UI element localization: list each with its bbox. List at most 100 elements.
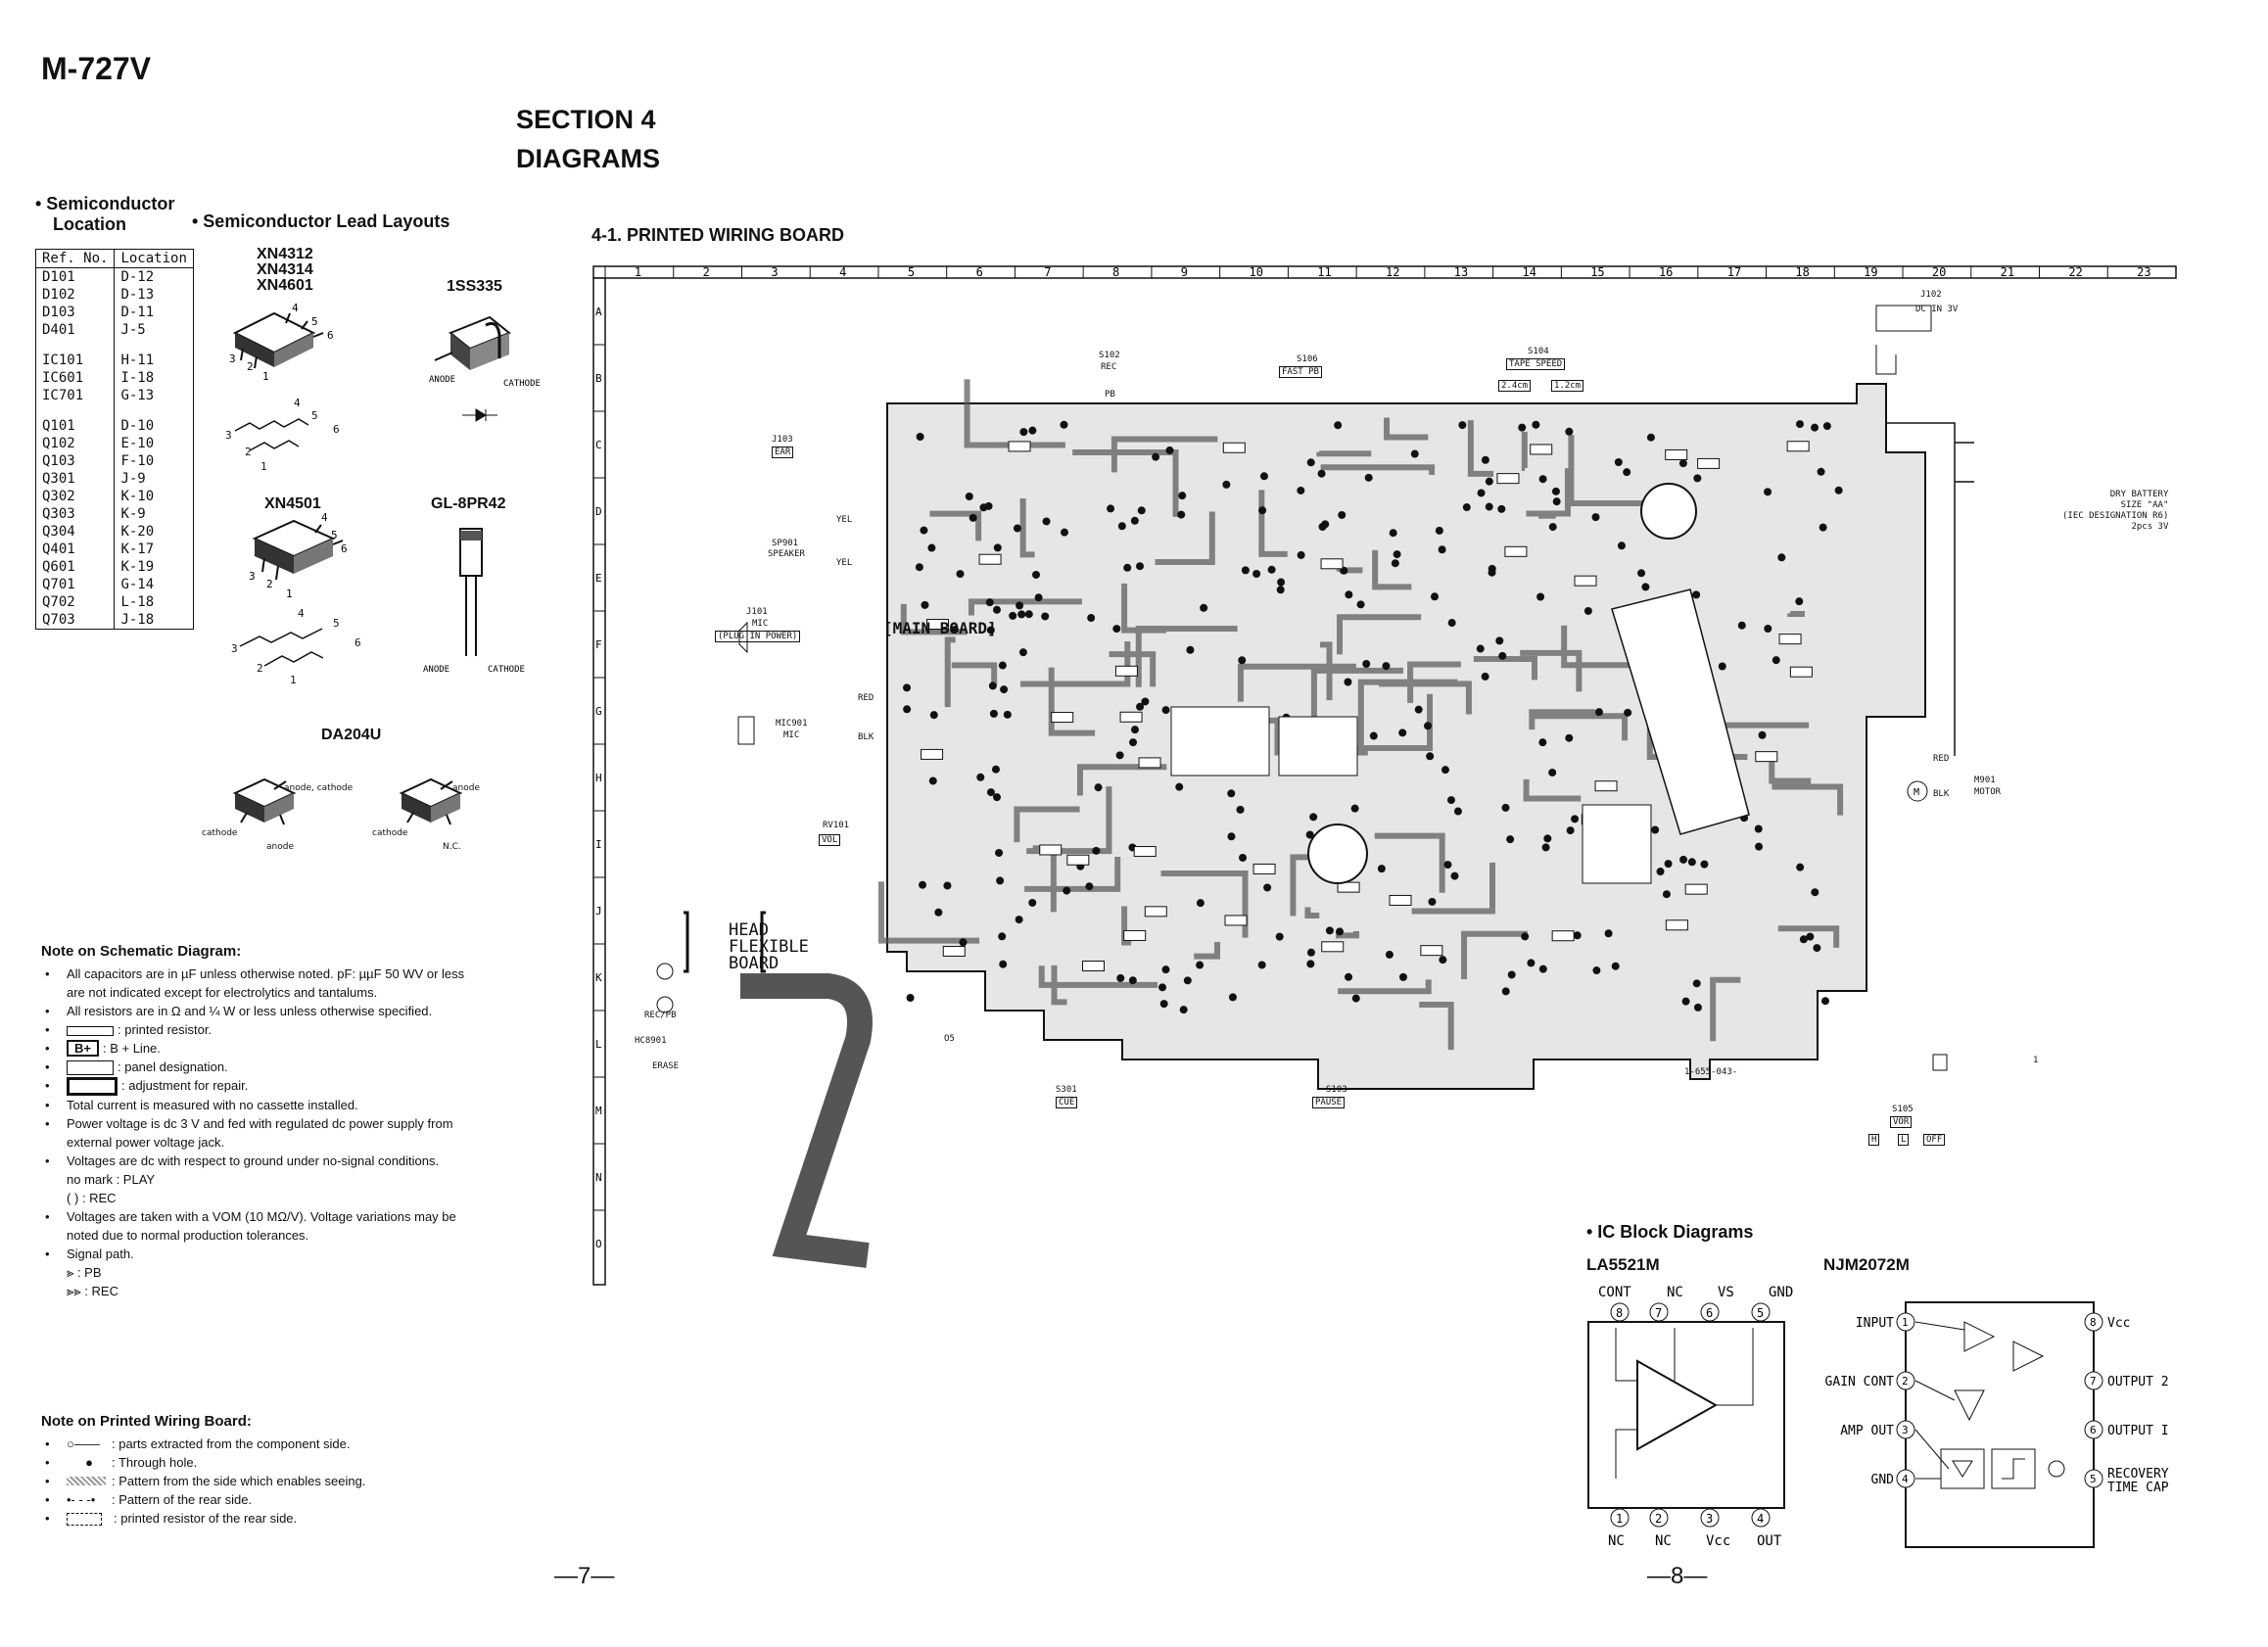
printed-resistor-icon bbox=[67, 1025, 114, 1036]
pad bbox=[1200, 603, 1208, 612]
ic-block-title: • IC Block Diagrams bbox=[1586, 1222, 1754, 1242]
njm-timer-box bbox=[1991, 1448, 2036, 1489]
njm-left-label: INPUT bbox=[1856, 1316, 1894, 1331]
svg-text:6: 6 bbox=[327, 329, 334, 342]
ref-cell: Q301 bbox=[34, 470, 116, 488]
pad bbox=[956, 570, 965, 579]
pwb-title: 4-1. PRINTED WIRING BOARD bbox=[591, 225, 845, 245]
component-outline bbox=[1389, 894, 1412, 906]
pad bbox=[1687, 858, 1696, 867]
pad bbox=[1435, 526, 1443, 535]
pad bbox=[1755, 842, 1764, 851]
la5521m-label: LA5521M bbox=[1586, 1255, 1660, 1274]
row-label: D bbox=[595, 505, 602, 518]
plug-in-power-label: (PLUG IN POWER) bbox=[715, 631, 801, 642]
pad bbox=[1385, 950, 1394, 959]
svg-text:4: 4 bbox=[321, 511, 328, 524]
pad bbox=[1015, 916, 1023, 924]
pad bbox=[1646, 433, 1655, 442]
mic-icon bbox=[737, 716, 755, 745]
pad bbox=[1129, 738, 1138, 747]
pad bbox=[1028, 898, 1037, 907]
svg-text:1: 1 bbox=[290, 674, 297, 686]
pad bbox=[1239, 853, 1248, 862]
la-pin-number: 6 bbox=[1706, 1306, 1713, 1320]
la-bottom-label: NC bbox=[1655, 1533, 1672, 1549]
svg-text:2: 2 bbox=[247, 360, 254, 373]
la-top-label: CONT bbox=[1598, 1285, 1631, 1300]
pattern-seeing-icon bbox=[67, 1477, 106, 1485]
component-outline bbox=[1114, 665, 1138, 677]
note-rec: ( ) : REC bbox=[67, 1191, 117, 1206]
semi-location-title-2: Location bbox=[53, 214, 126, 234]
pad bbox=[1737, 621, 1746, 630]
pad bbox=[1565, 733, 1574, 742]
column-label: 11 bbox=[1317, 265, 1331, 279]
pad bbox=[1718, 662, 1726, 671]
la-pin-number: 8 bbox=[1616, 1306, 1623, 1320]
pad bbox=[1450, 871, 1459, 880]
pad bbox=[1583, 606, 1592, 615]
svg-text:5: 5 bbox=[331, 529, 338, 541]
pad bbox=[1614, 458, 1623, 467]
note-vom: Voltages are taken with a VOM (10 MΩ/V).… bbox=[41, 1207, 470, 1245]
component-outline bbox=[1138, 757, 1161, 769]
la-pin-icon bbox=[1610, 1508, 1630, 1528]
svg-text:2: 2 bbox=[245, 446, 252, 458]
row-label: G bbox=[595, 705, 602, 718]
column-label: 19 bbox=[1864, 265, 1877, 279]
erase-head-icon bbox=[656, 996, 674, 1013]
schematic-notes-title: Note on Schematic Diagram: bbox=[41, 943, 242, 960]
svg-text:6: 6 bbox=[354, 636, 361, 649]
xn-group-label: XN4312 XN4314 XN4601 bbox=[257, 246, 313, 294]
note-power: Power voltage is dc 3 V and fed with reg… bbox=[41, 1114, 470, 1152]
motor-icon bbox=[1907, 780, 1928, 802]
pad bbox=[1439, 956, 1447, 965]
pad bbox=[965, 492, 973, 500]
pad bbox=[943, 881, 952, 890]
component-outline bbox=[1665, 448, 1688, 460]
pad bbox=[1446, 796, 1455, 805]
motor-blk-label: BLK bbox=[1933, 789, 1950, 799]
pad bbox=[1521, 932, 1530, 941]
njm2072m-label: NJM2072M bbox=[1823, 1255, 1910, 1274]
njm-pin-number: 5 bbox=[2090, 1473, 2097, 1485]
ref-cell: D101 bbox=[34, 267, 116, 286]
pad bbox=[1594, 708, 1603, 717]
svg-text:4: 4 bbox=[294, 397, 301, 409]
njm-pin-number: 8 bbox=[2090, 1316, 2097, 1329]
pad bbox=[1438, 545, 1446, 554]
location-cell: L-18 bbox=[114, 593, 194, 611]
location-cell: D-10 bbox=[114, 404, 194, 435]
njm-right-label: Vcc bbox=[2107, 1316, 2130, 1331]
la-pin-icon bbox=[1700, 1302, 1720, 1322]
pad bbox=[1028, 426, 1037, 435]
pad bbox=[1252, 570, 1261, 579]
column-label: 23 bbox=[2137, 265, 2150, 279]
pad bbox=[1016, 601, 1024, 610]
rear-pattern-icon: •- - -• bbox=[67, 1492, 96, 1507]
pad bbox=[1345, 972, 1353, 981]
component-outline bbox=[942, 945, 966, 957]
note-printed-resistor-text: : printed resistor. bbox=[118, 1022, 213, 1037]
pad bbox=[1183, 976, 1192, 985]
pad bbox=[1592, 966, 1601, 975]
pad bbox=[991, 765, 1000, 774]
da-anode-cathode-label: anode, cathode bbox=[284, 783, 354, 793]
pb-path-text: : PB bbox=[76, 1265, 102, 1281]
pad bbox=[1309, 813, 1318, 822]
location-cell: K-9 bbox=[114, 505, 194, 523]
pwb-note-rear-pattern-text: : Pattern of the rear side. bbox=[112, 1492, 253, 1507]
pad bbox=[1277, 578, 1286, 587]
pad bbox=[1158, 983, 1167, 992]
svg-text:2: 2 bbox=[266, 578, 273, 590]
pad bbox=[998, 932, 1007, 941]
pad bbox=[1377, 865, 1386, 873]
battery-label: DRY BATTERY SIZE "AA" (IEC DESIGNATION R… bbox=[2062, 490, 2169, 532]
component-outline bbox=[1530, 444, 1553, 455]
pad bbox=[989, 709, 998, 718]
pad bbox=[1063, 886, 1071, 895]
